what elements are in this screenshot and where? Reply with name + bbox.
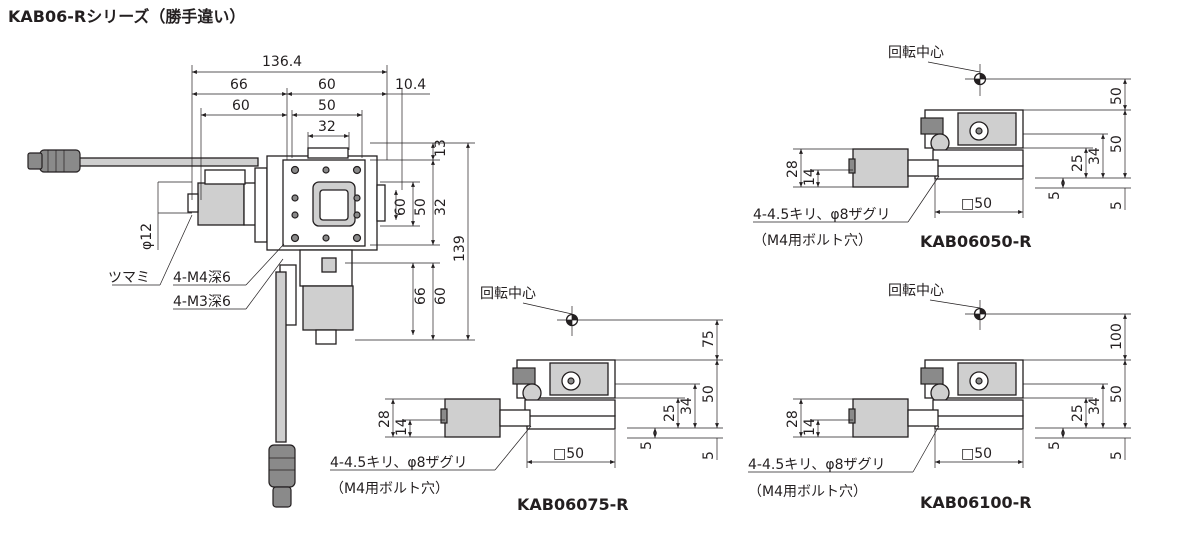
motor-left xyxy=(187,167,268,243)
dim-139: 139 xyxy=(452,235,468,262)
dim-14: 14 xyxy=(802,168,818,186)
dim-5-inner: 5 xyxy=(1047,441,1063,450)
square-dim: □50 xyxy=(961,196,992,212)
motor-bottom xyxy=(279,249,354,345)
dim-25: 25 xyxy=(1070,154,1086,172)
dim-5-outer: 5 xyxy=(1109,451,1125,460)
main-leaders: ツマミ 4-M4深6 4-M3深6 xyxy=(108,214,285,310)
label-knob: ツマミ xyxy=(108,270,150,286)
variant-kab06075: 回転中心 28 14 75 xyxy=(330,286,723,514)
hole-note-1: 4-4.5キリ、φ8ザグリ xyxy=(753,207,891,223)
hole-note-2: （M4用ボルト穴） xyxy=(753,233,872,249)
hole-note-1: 4-4.5キリ、φ8ザグリ xyxy=(330,455,468,471)
dim-phi12: φ12 xyxy=(139,223,155,250)
dim-10-4: 10.4 xyxy=(395,77,426,93)
dim-66-right: 66 xyxy=(413,287,429,305)
dim-13-right: 13 xyxy=(433,139,449,157)
model-name: KAB06050-R xyxy=(920,232,1032,251)
dim-50: 50 xyxy=(701,385,717,403)
dim-5-outer: 5 xyxy=(1109,201,1125,210)
dim-50: 50 xyxy=(1109,385,1125,403)
dim-34: 34 xyxy=(1087,147,1103,165)
dim-60-right-bottom: 60 xyxy=(433,287,449,305)
main-view: 136.4 66 60 10.4 60 50 32 13 60 xyxy=(27,54,475,508)
page-title: KAB06-Rシリーズ（勝手違い） xyxy=(8,7,245,26)
dim-14: 14 xyxy=(802,418,818,436)
rotation-center-label: 回転中心 xyxy=(888,283,944,299)
model-name: KAB06100-R xyxy=(920,493,1032,512)
hole-note-2: （M4用ボルト穴） xyxy=(748,484,867,500)
dim-28: 28 xyxy=(377,410,393,428)
dim-60-top-right: 60 xyxy=(318,77,336,93)
phi12-dim: φ12 xyxy=(139,181,192,250)
square-dim: □50 xyxy=(553,446,584,462)
main-dims-right: 13 60 50 32 139 66 60 xyxy=(345,139,475,341)
dim-32-right: 32 xyxy=(433,198,449,216)
label-m4-tap: 4-M4深6 xyxy=(173,270,231,286)
dim-28: 28 xyxy=(785,410,801,428)
dim-50-top: 50 xyxy=(318,98,336,114)
variant-kab06050: 回転中心 28 14 50 xyxy=(753,45,1131,251)
dim-28: 28 xyxy=(785,160,801,178)
dim-136-4: 136.4 xyxy=(262,54,302,70)
dim-60-right-top: 60 xyxy=(393,198,409,216)
variant-kab06100: 回転中心 28 14 100 xyxy=(748,283,1131,512)
dim-34: 34 xyxy=(1087,397,1103,415)
dim-top: 75 xyxy=(701,330,717,348)
dim-5-outer: 5 xyxy=(701,451,717,460)
square-dim: □50 xyxy=(961,446,992,462)
dim-14: 14 xyxy=(394,418,410,436)
hole-note-1: 4-4.5キリ、φ8ザグリ xyxy=(748,457,886,473)
dim-66-top: 66 xyxy=(230,77,248,93)
dim-32-top: 32 xyxy=(318,119,336,135)
model-name: KAB06075-R xyxy=(517,495,629,514)
dim-25: 25 xyxy=(1070,404,1086,422)
hole-note-2: （M4用ボルト穴） xyxy=(330,481,449,497)
dim-top: 50 xyxy=(1109,87,1125,105)
dim-50: 50 xyxy=(1109,135,1125,153)
dim-25: 25 xyxy=(662,404,678,422)
dim-60-top-left: 60 xyxy=(232,98,250,114)
cable-left xyxy=(27,149,259,173)
label-m3-tap: 4-M3深6 xyxy=(173,294,231,310)
dim-top: 100 xyxy=(1109,323,1125,350)
rotation-center-label: 回転中心 xyxy=(888,45,944,61)
stage-body xyxy=(266,147,386,251)
rotation-center-label: 回転中心 xyxy=(480,286,536,302)
dim-5-inner: 5 xyxy=(639,441,655,450)
dim-34: 34 xyxy=(679,397,695,415)
main-dims-top: 136.4 66 60 10.4 60 50 32 xyxy=(191,54,430,200)
dim-5-inner: 5 xyxy=(1047,191,1063,200)
cable-down xyxy=(268,271,296,508)
dim-50-right: 50 xyxy=(413,198,429,216)
